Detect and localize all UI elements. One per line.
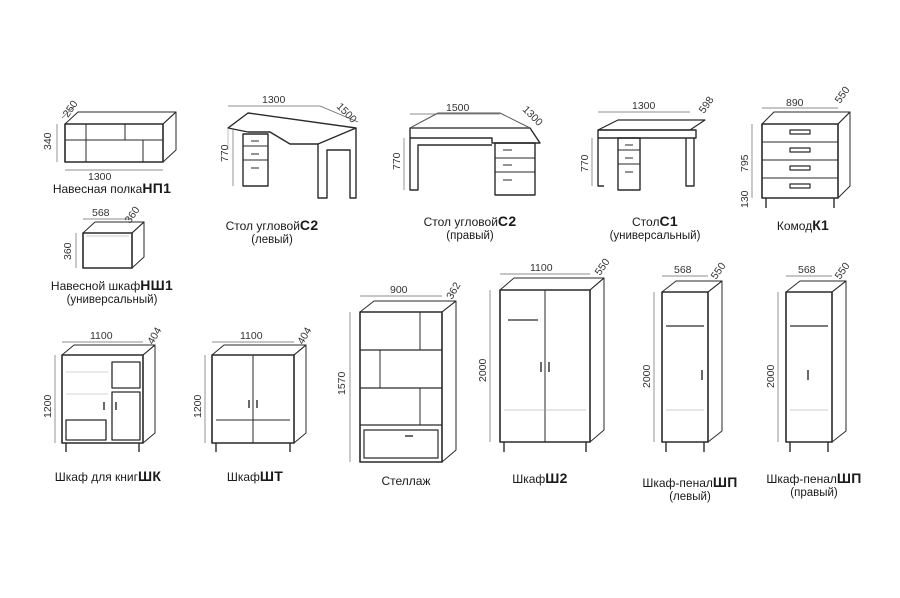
caption-name: Шкаф-пенал	[642, 476, 713, 490]
caption-corner-desk-c2-right: Стол угловойС2 (правый)	[424, 214, 517, 243]
dim-height: 2000	[765, 364, 777, 388]
caption-wall-cabinet-nsh1: Навесной шкафНШ1 (универсальный)	[51, 278, 173, 307]
dim-depth: 360	[123, 204, 143, 225]
caption-sub: (универсальный)	[609, 230, 701, 242]
item-bookcase-shk	[54, 341, 156, 452]
caption-code: ШП	[712, 474, 738, 490]
dim-width: 568	[798, 264, 816, 276]
caption-name: Шкаф	[226, 470, 260, 484]
dim-height: 1200	[42, 394, 54, 418]
item-tall-cabinet-shp-right	[777, 275, 847, 452]
caption-code: ШК	[137, 468, 162, 484]
dim-height: 1200	[192, 394, 204, 418]
dim-width: 1100	[530, 262, 553, 274]
dim-depth: 550	[833, 260, 853, 281]
dim-depth: 362	[444, 280, 463, 301]
dim-width: 1300	[88, 171, 112, 183]
caption-desk-c1: СтолС1 (универсальный)	[610, 214, 701, 243]
dim-height: 795	[739, 154, 751, 172]
caption-sub: (левый)	[251, 234, 293, 246]
caption-code: Ш2	[545, 470, 568, 486]
caption-name: Навесной шкаф	[50, 279, 141, 293]
dim-depth: 404	[295, 325, 314, 346]
dim-height: 360	[62, 242, 74, 260]
caption-sub: (правый)	[446, 230, 494, 242]
dim-depth: 550	[833, 84, 853, 105]
dim-leg-height: 130	[739, 190, 751, 208]
dim-height: 770	[219, 144, 231, 162]
item-tall-cabinet-shp-left	[653, 275, 723, 452]
item-shelving	[349, 295, 457, 463]
dim-depth: 550	[593, 256, 613, 277]
caption-name: Стеллаж	[381, 474, 431, 488]
caption-name: Стол угловой	[423, 215, 498, 229]
dim-depth: 598	[697, 94, 717, 115]
dim-height: 340	[42, 132, 54, 150]
dim-depth: 404	[145, 325, 164, 346]
caption-code: С1	[659, 213, 678, 229]
dim-height: 2000	[641, 364, 653, 388]
caption-shelving: Стеллаж	[381, 473, 430, 488]
caption-name: Стол	[632, 215, 660, 229]
dim-width: 1300	[262, 94, 286, 106]
dim-height: 2000	[477, 358, 489, 382]
caption-name: Шкаф-пенал	[766, 472, 837, 486]
dim-width: 568	[92, 207, 110, 219]
dim-width: 1300	[632, 100, 656, 112]
caption-chest-k1: КомодК1	[777, 218, 829, 233]
caption-name: Комод	[776, 219, 813, 233]
caption-code: С2	[497, 213, 517, 229]
caption-code: НП1	[142, 180, 172, 196]
item-cabinet-sht	[204, 341, 307, 452]
dim-width: 568	[674, 264, 692, 276]
item-wardrobe-sh2	[489, 273, 605, 452]
item-wall-cabinet-nsh1	[75, 218, 145, 269]
caption-sub: (левый)	[669, 491, 711, 503]
dim-height: 770	[579, 154, 591, 172]
dim-width: 1500	[446, 102, 470, 114]
caption-name: Навесная полка	[52, 182, 143, 196]
caption-wardrobe-sh2: ШкафШ2	[512, 471, 568, 486]
dim-width: 900	[390, 284, 408, 296]
dim-depth: 550	[709, 260, 729, 281]
caption-cabinet-sht: ШкафШТ	[227, 469, 283, 484]
caption-name: Шкаф	[512, 472, 546, 486]
dim-height: 1570	[336, 371, 348, 395]
item-desk-c1	[591, 111, 706, 191]
caption-corner-desk-c2-left: Стол угловойС2 (левый)	[226, 218, 319, 247]
caption-bookcase-shk: Шкаф для книгШК	[55, 469, 161, 484]
item-chest-k1	[751, 107, 851, 208]
caption-tall-cabinet-shp-left: Шкаф-пеналШП (левый)	[642, 475, 737, 504]
caption-name: Шкаф для книг	[54, 470, 138, 484]
dim-width: 1100	[90, 330, 113, 342]
caption-shelf-np1: Навесная полкаНП1	[53, 181, 171, 196]
item-corner-desk-c2-left	[227, 105, 359, 199]
caption-sub: (правый)	[790, 487, 838, 499]
caption-code: НШ1	[140, 277, 174, 293]
item-shelf-np1	[56, 105, 177, 171]
item-corner-desk-c2-right	[403, 112, 541, 196]
caption-code: ШП	[836, 470, 862, 486]
caption-code: С2	[299, 217, 319, 233]
caption-sub: (универсальный)	[66, 294, 158, 306]
caption-code: ШТ	[259, 468, 284, 484]
caption-tall-cabinet-shp-right: Шкаф-пеналШП (правый)	[766, 471, 861, 500]
caption-name: Стол угловой	[225, 219, 300, 233]
dim-height: 770	[391, 152, 403, 170]
dim-width: 890	[786, 97, 804, 109]
caption-code: К1	[812, 217, 830, 233]
dim-width: 1100	[240, 330, 263, 342]
